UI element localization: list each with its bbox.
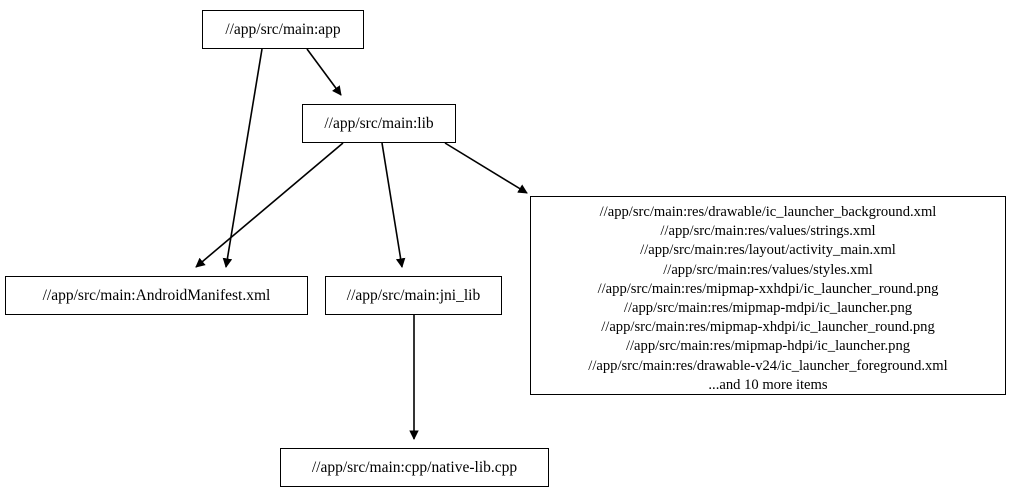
graph-node-line: //app/src/main:res/mipmap-xhdpi/ic_launc… (601, 319, 935, 336)
graph-node-line: //app/src/main:res/mipmap-mdpi/ic_launch… (623, 300, 913, 317)
graph-node-line: //app/src/main:res/layout/activity_main.… (640, 242, 896, 259)
graph-node-line: //app/src/main:res/drawable-v24/ic_launc… (588, 357, 948, 374)
graph-node-res-bundle[interactable]: //app/src/main:res/drawable/ic_launcher_… (530, 196, 1006, 395)
graph-node-line: //app/src/main:res/values/styles.xml (663, 261, 873, 278)
graph-node-line: //app/src/main:res/values/strings.xml (660, 223, 876, 240)
graph-node-android-manifest[interactable]: //app/src/main:AndroidManifest.xml (5, 276, 308, 315)
graph-node-line: ...and 10 more items (708, 376, 828, 393)
edge-lib-to-res-bundle (444, 142, 528, 194)
graph-node-lib[interactable]: //app/src/main:lib (302, 104, 456, 143)
edge-app-to-lib (306, 48, 342, 96)
graph-node-native-lib-cpp[interactable]: //app/src/main:cpp/native-lib.cpp (280, 448, 549, 487)
graph-node-line: //app/src/main:res/mipmap-hdpi/ic_launch… (625, 338, 911, 355)
graph-node-line: //app/src/main:res/mipmap-xxhdpi/ic_laun… (597, 280, 939, 297)
edge-lib-to-jni-lib (381, 142, 406, 268)
graph-node-jni-lib[interactable]: //app/src/main:jni_lib (325, 276, 502, 315)
edge-app-to-manifest (222, 48, 263, 268)
graph-node-line: //app/src/main:res/drawable/ic_launcher_… (599, 204, 937, 220)
edge-lib-to-manifest (195, 142, 344, 268)
graph-node-app[interactable]: //app/src/main:app (202, 10, 364, 49)
